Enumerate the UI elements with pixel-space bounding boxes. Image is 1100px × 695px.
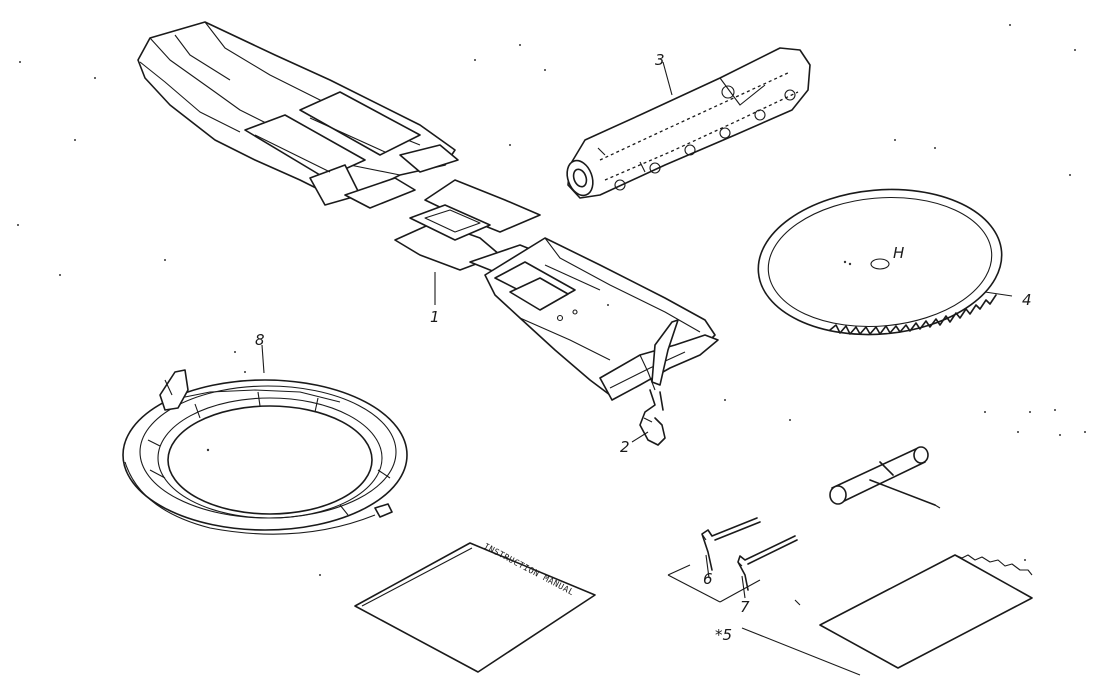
callout-6: 6 bbox=[703, 570, 713, 588]
saw-blade: H bbox=[757, 188, 1003, 336]
box-wrench bbox=[829, 446, 941, 509]
scan-specks bbox=[17, 24, 1086, 576]
arm-assembly bbox=[137, 21, 719, 446]
leader-lines bbox=[261, 61, 1013, 599]
instruction-manual: INSTRUCTION MANUAL bbox=[354, 542, 596, 673]
callout-1: 1 bbox=[430, 308, 440, 326]
tool-set-outline bbox=[667, 564, 861, 676]
callout-4: 4 bbox=[1022, 291, 1032, 309]
callout-2: 2 bbox=[620, 438, 630, 456]
hex-keys bbox=[701, 517, 798, 591]
callout-8: 8 bbox=[255, 331, 265, 349]
callout-3: 3 bbox=[655, 51, 665, 69]
callouts: 1 2 3 4 *5 6 7 8 bbox=[255, 51, 1032, 644]
blade-hub-mark: H bbox=[893, 244, 904, 262]
guard-ring bbox=[122, 369, 408, 535]
callout-7: 7 bbox=[740, 598, 750, 616]
grip-handle bbox=[566, 47, 811, 199]
hook bbox=[639, 389, 666, 446]
paper-sheet bbox=[819, 554, 1033, 669]
callout-5: *5 bbox=[715, 626, 732, 644]
